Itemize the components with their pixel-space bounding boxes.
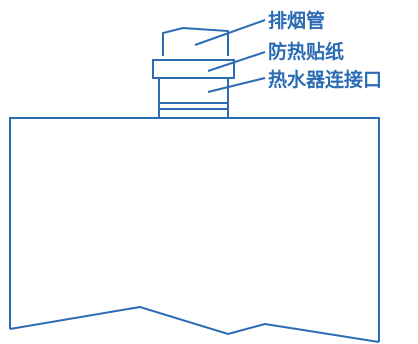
heater-connector-body (158, 78, 229, 117)
leader-line-exhaust-pipe (194, 19, 266, 46)
label-exhaust-pipe: 排烟管 (268, 9, 325, 32)
leader-line-heat-shield (207, 51, 266, 72)
water-heater-body (9, 117, 380, 342)
exhaust-pipe (162, 26, 229, 56)
label-heat-shield-sticker: 防热贴纸 (268, 40, 344, 63)
label-heater-connector: 热水器连接口 (268, 68, 382, 91)
water-heater-broken-edge (9, 305, 380, 343)
diagram-lines (9, 19, 380, 343)
leader-line-heater-connector (207, 77, 266, 93)
heat-shield-sticker (152, 59, 235, 79)
diagram-labels: 排烟管 防热贴纸 热水器连接口 (268, 9, 382, 91)
